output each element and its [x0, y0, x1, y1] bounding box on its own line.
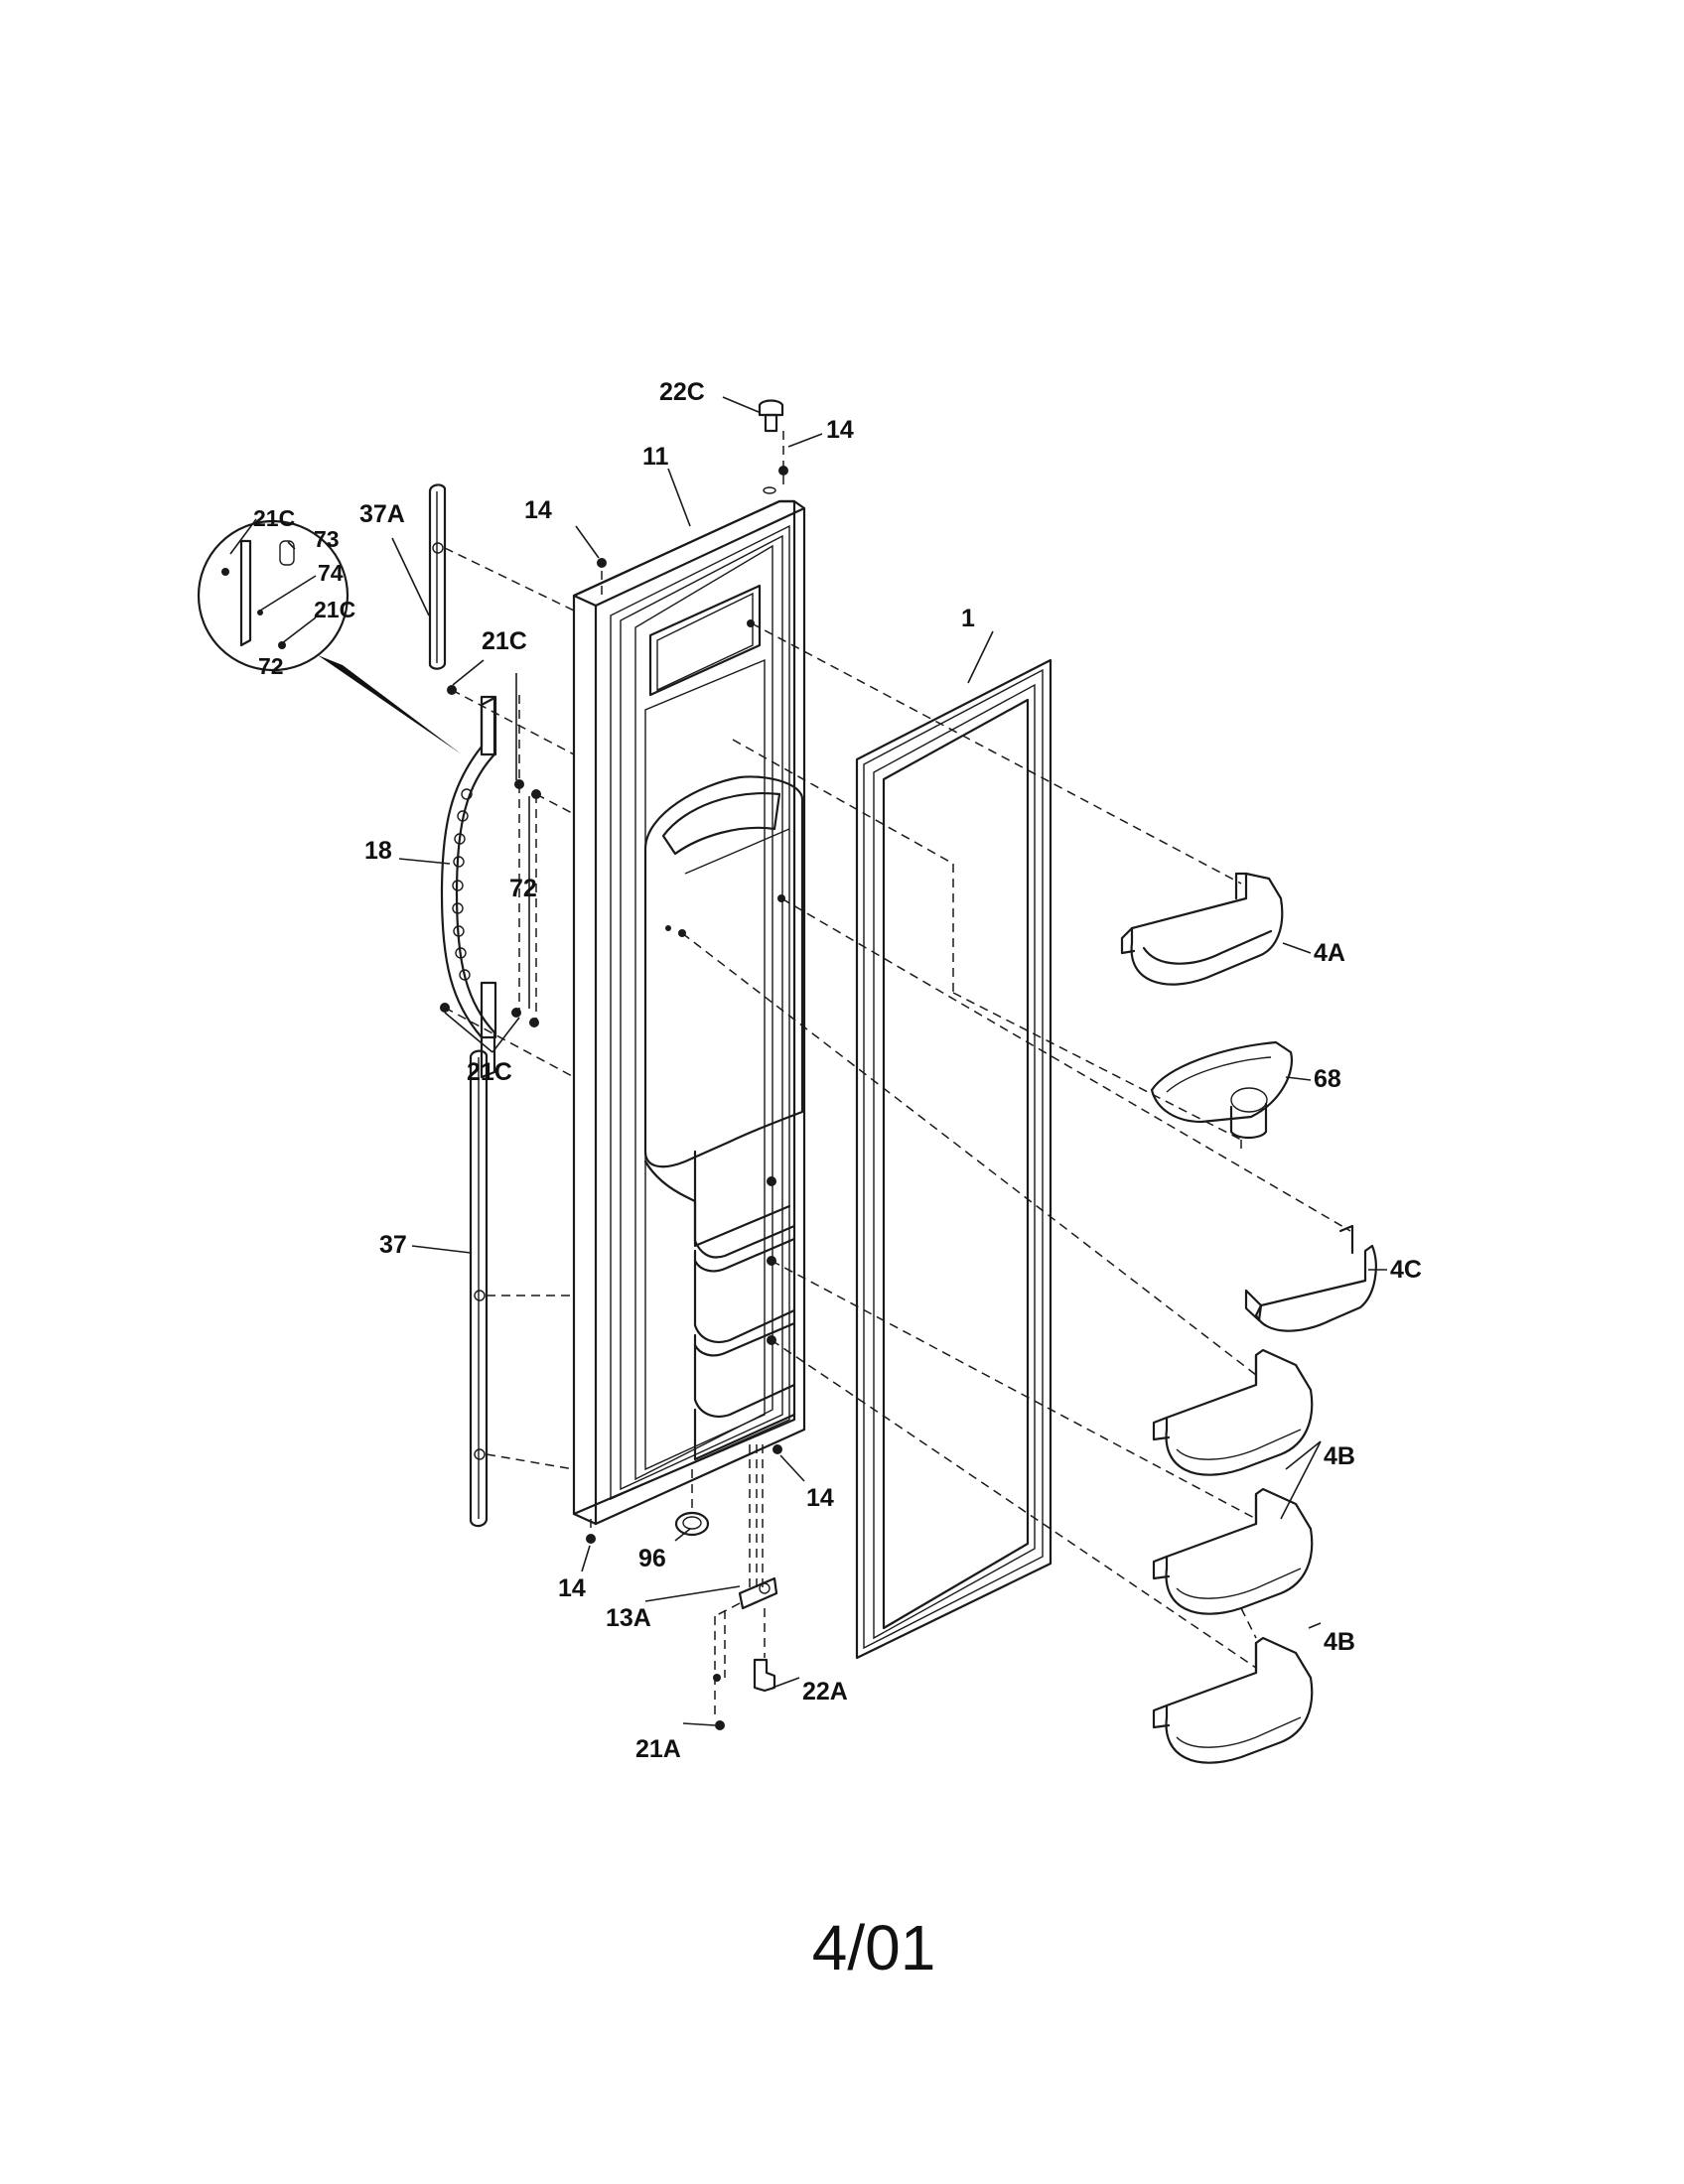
callout-4A: 4A — [1314, 939, 1345, 967]
assembly-lines — [444, 431, 1351, 1717]
callout-11: 11 — [642, 443, 669, 471]
callout-14-bottom-right: 14 — [806, 1484, 834, 1512]
bin-4A — [1120, 872, 1284, 986]
callout-68: 68 — [1314, 1065, 1341, 1093]
bin-4C — [1244, 1224, 1377, 1332]
callout-13A: 13A — [606, 1604, 651, 1632]
callout-22A: 22A — [802, 1678, 848, 1706]
callout-4B-middle: 4B — [1324, 1442, 1355, 1470]
callout-22C-top: 22C — [659, 378, 705, 406]
detail-inset — [197, 519, 462, 754]
callout-4B-bottom: 4B — [1324, 1628, 1355, 1656]
fasteners — [440, 399, 788, 1730]
cup-68 — [1150, 1040, 1294, 1140]
page-date: 4/01 — [811, 1912, 936, 1983]
callout-18: 18 — [364, 837, 392, 865]
callout-14-bottom-left: 14 — [558, 1574, 586, 1602]
callout-96: 96 — [638, 1545, 666, 1572]
callout-73: 73 — [314, 526, 340, 552]
callout-14-top-right: 14 — [826, 416, 854, 444]
callout-21C-upper: 21C — [482, 627, 527, 655]
callout-4C: 4C — [1390, 1256, 1422, 1284]
bin-4B-upper — [1152, 1348, 1314, 1476]
callout-21A: 21A — [635, 1735, 681, 1763]
handle-trim-lower — [469, 1049, 489, 1528]
callout-21C-lower: 21C — [467, 1058, 512, 1086]
callout-1: 1 — [961, 605, 975, 632]
handle-trim-upper — [428, 483, 447, 670]
leader-lines — [229, 396, 1387, 1726]
door-gasket — [855, 658, 1052, 1660]
callout-72-detail: 72 — [258, 653, 284, 679]
callout-74: 74 — [318, 560, 344, 586]
callout-labels: 22C 14 11 14 37A 21C 73 74 21C 72 21C 1 … — [253, 378, 1422, 1763]
bin-4B-middle — [1152, 1487, 1314, 1615]
door-assembly — [572, 486, 806, 1526]
callout-21C-detail-1: 21C — [253, 505, 295, 531]
callout-21C-detail-2: 21C — [314, 597, 355, 622]
callout-72-middle: 72 — [509, 875, 537, 902]
door-handle — [440, 695, 497, 1079]
callout-37: 37 — [379, 1231, 407, 1259]
callout-14-top-left: 14 — [524, 496, 552, 524]
callout-37A: 37A — [359, 500, 405, 528]
handle-grip-holes — [452, 788, 473, 981]
bin-4B-lower — [1152, 1636, 1314, 1764]
